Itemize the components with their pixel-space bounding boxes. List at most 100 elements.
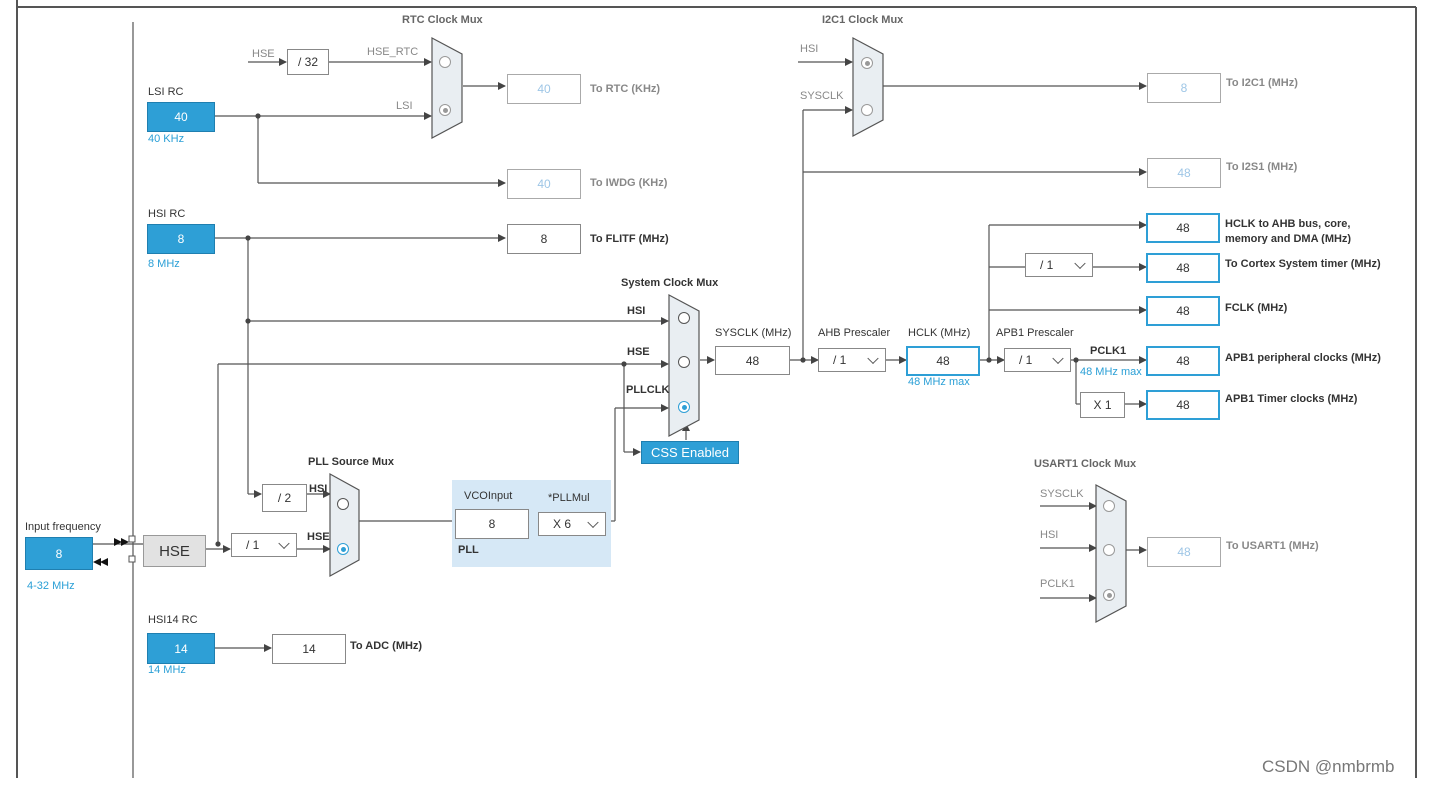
usart1-sysclk-label: SYSCLK	[1040, 488, 1084, 500]
hsi14-rc-value[interactable]: 14	[147, 633, 215, 664]
hsi-rc-title: HSI RC	[148, 208, 186, 220]
hclk-ahb-label: HCLK to AHB bus, core, memory and DMA (M…	[1225, 217, 1351, 244]
pll-mul-select[interactable]: X 6	[538, 512, 606, 536]
system-mux-pllclk-label: PLLCLK	[626, 384, 670, 396]
hclk-ahb-value[interactable]: 48	[1146, 213, 1220, 243]
apb1-timer-value[interactable]: 48	[1146, 390, 1220, 420]
i2s1-output-label: To I2S1 (MHz)	[1226, 161, 1298, 173]
apb1-peripheral-label: APB1 peripheral clocks (MHz)	[1225, 352, 1381, 364]
hclk-max-label: 48 MHz max	[908, 376, 970, 388]
input-frequency-value[interactable]: 8	[25, 537, 93, 570]
apb1-peripheral-value[interactable]: 48	[1146, 346, 1220, 376]
system-mux-title: System Clock Mux	[621, 277, 719, 289]
hse-block[interactable]: HSE	[143, 535, 206, 567]
apb1-timer-label: APB1 Timer clocks (MHz)	[1225, 393, 1358, 405]
usart1-mux-radio-hsi[interactable]	[1103, 544, 1115, 556]
ahb-prescaler-value: / 1	[833, 353, 847, 367]
chevron-down-icon	[587, 516, 599, 529]
lsi-rc-freq: 40 KHz	[148, 133, 185, 145]
hse-prediv-select[interactable]: / 1	[231, 533, 297, 557]
chevron-down-icon	[867, 352, 879, 365]
pll-mul-label: *PLLMul	[548, 492, 590, 504]
chevron-down-icon	[278, 537, 290, 550]
apb1-prescaler-label: APB1 Prescaler	[996, 327, 1074, 339]
hsi14-rc-title: HSI14 RC	[148, 614, 198, 626]
rtc-output-value[interactable]: 40	[507, 74, 581, 104]
sysclk-value[interactable]: 48	[715, 346, 790, 375]
rtc-hse-rtc-label: HSE_RTC	[367, 46, 419, 58]
rtc-lsi-label: LSI	[396, 100, 413, 112]
i2c1-sysclk-label: SYSCLK	[800, 90, 844, 102]
hclk-label: HCLK (MHz)	[908, 327, 971, 339]
usart1-mux-radio-pclk1[interactable]	[1103, 589, 1115, 601]
ahb-prescaler-label: AHB Prescaler	[818, 327, 891, 339]
hse-prediv-value: / 1	[246, 538, 260, 552]
flitf-output-label: To FLITF (MHz)	[590, 233, 669, 245]
i2c1-hsi-label: HSI	[800, 43, 819, 55]
cortex-prescaler-value: / 1	[1040, 258, 1054, 272]
pll-source-mux-title: PLL Source Mux	[308, 456, 394, 468]
usart1-mux-title: USART1 Clock Mux	[1034, 458, 1137, 470]
apb1-timer-multiplier[interactable]: X 1	[1080, 392, 1125, 418]
cortex-timer-label: To Cortex System timer (MHz)	[1225, 258, 1381, 270]
rtc-hse-divider[interactable]: / 32	[287, 49, 329, 75]
usart1-output-value[interactable]: 48	[1147, 537, 1221, 567]
iwdg-output-label: To IWDG (KHz)	[590, 177, 668, 189]
flitf-output-value[interactable]: 8	[507, 224, 581, 254]
system-mux-radio-pllclk[interactable]	[678, 401, 690, 413]
rtc-mux-radio-hse[interactable]	[439, 56, 451, 68]
adc-output-label: To ADC (MHz)	[350, 640, 423, 652]
lsi-rc-value[interactable]: 40	[147, 102, 215, 132]
pll-source-radio-hsi[interactable]	[337, 498, 349, 510]
rtc-mux-shape	[431, 37, 463, 139]
pll-vco-input-value[interactable]: 8	[455, 509, 529, 539]
input-frequency-label: Input frequency	[25, 521, 101, 533]
i2c1-mux-radio-sysclk[interactable]	[861, 104, 873, 116]
pll-source-radio-hse[interactable]	[337, 543, 349, 555]
cortex-prescaler-select[interactable]: / 1	[1025, 253, 1093, 277]
i2c1-mux-radio-hsi[interactable]	[861, 57, 873, 69]
ahb-prescaler-select[interactable]: / 1	[818, 348, 886, 372]
pll-mul-value: X 6	[553, 517, 572, 531]
usart1-pclk1-label: PCLK1	[1040, 578, 1075, 590]
i2s1-output-value[interactable]: 48	[1147, 158, 1221, 188]
fclk-value[interactable]: 48	[1146, 296, 1220, 326]
hclk-ahb-label-line2: memory and DMA (MHz)	[1225, 233, 1352, 244]
pll-vco-input-label: VCOInput	[464, 490, 513, 502]
usart1-mux-radio-sysclk[interactable]	[1103, 500, 1115, 512]
iwdg-output-value[interactable]: 40	[507, 169, 581, 199]
apb1-prescaler-select[interactable]: / 1	[1004, 348, 1071, 372]
css-enabled-button[interactable]: CSS Enabled	[641, 441, 739, 464]
watermark-text: CSDN @nmbrmb	[1262, 757, 1395, 776]
chevron-down-icon	[1052, 352, 1064, 365]
sysclk-label: SYSCLK (MHz)	[715, 327, 792, 339]
hclk-ahb-label-line1: HCLK to AHB bus, core,	[1225, 218, 1351, 230]
input-frequency-range: 4-32 MHz	[27, 580, 75, 592]
adc-output-value[interactable]: 14	[272, 634, 346, 664]
system-mux-hsi-label: HSI	[627, 305, 646, 317]
pll-source-mux-shape	[329, 472, 360, 578]
i2c1-output-value[interactable]: 8	[1147, 73, 1221, 103]
pclk1-label: PCLK1	[1090, 345, 1127, 357]
hsi-rc-freq: 8 MHz	[148, 258, 180, 270]
hsi-rc-value[interactable]: 8	[147, 224, 215, 254]
rtc-output-label: To RTC (KHz)	[590, 83, 661, 95]
pll-hsi-divider[interactable]: / 2	[262, 484, 307, 512]
usart1-hsi-label: HSI	[1040, 529, 1059, 541]
rtc-mux-title: RTC Clock Mux	[402, 14, 483, 26]
system-mux-hse-label: HSE	[627, 346, 650, 358]
pll-source-hsi-label: HSI	[309, 483, 328, 495]
cortex-timer-value[interactable]: 48	[1146, 253, 1220, 283]
i2c1-mux-shape	[852, 37, 884, 137]
system-mux-radio-hsi[interactable]	[678, 312, 690, 324]
pll-source-hse-label: HSE	[307, 531, 330, 543]
i2c1-mux-title: I2C1 Clock Mux	[822, 14, 904, 26]
pll-name-label: PLL	[458, 544, 479, 556]
rtc-hse-label: HSE	[252, 48, 275, 60]
system-mux-radio-hse[interactable]	[678, 356, 690, 368]
apb1-prescaler-value: / 1	[1019, 353, 1033, 367]
lsi-rc-title: LSI RC	[148, 86, 184, 98]
hclk-value[interactable]: 48	[906, 346, 980, 376]
rtc-mux-radio-lsi[interactable]	[439, 104, 451, 116]
